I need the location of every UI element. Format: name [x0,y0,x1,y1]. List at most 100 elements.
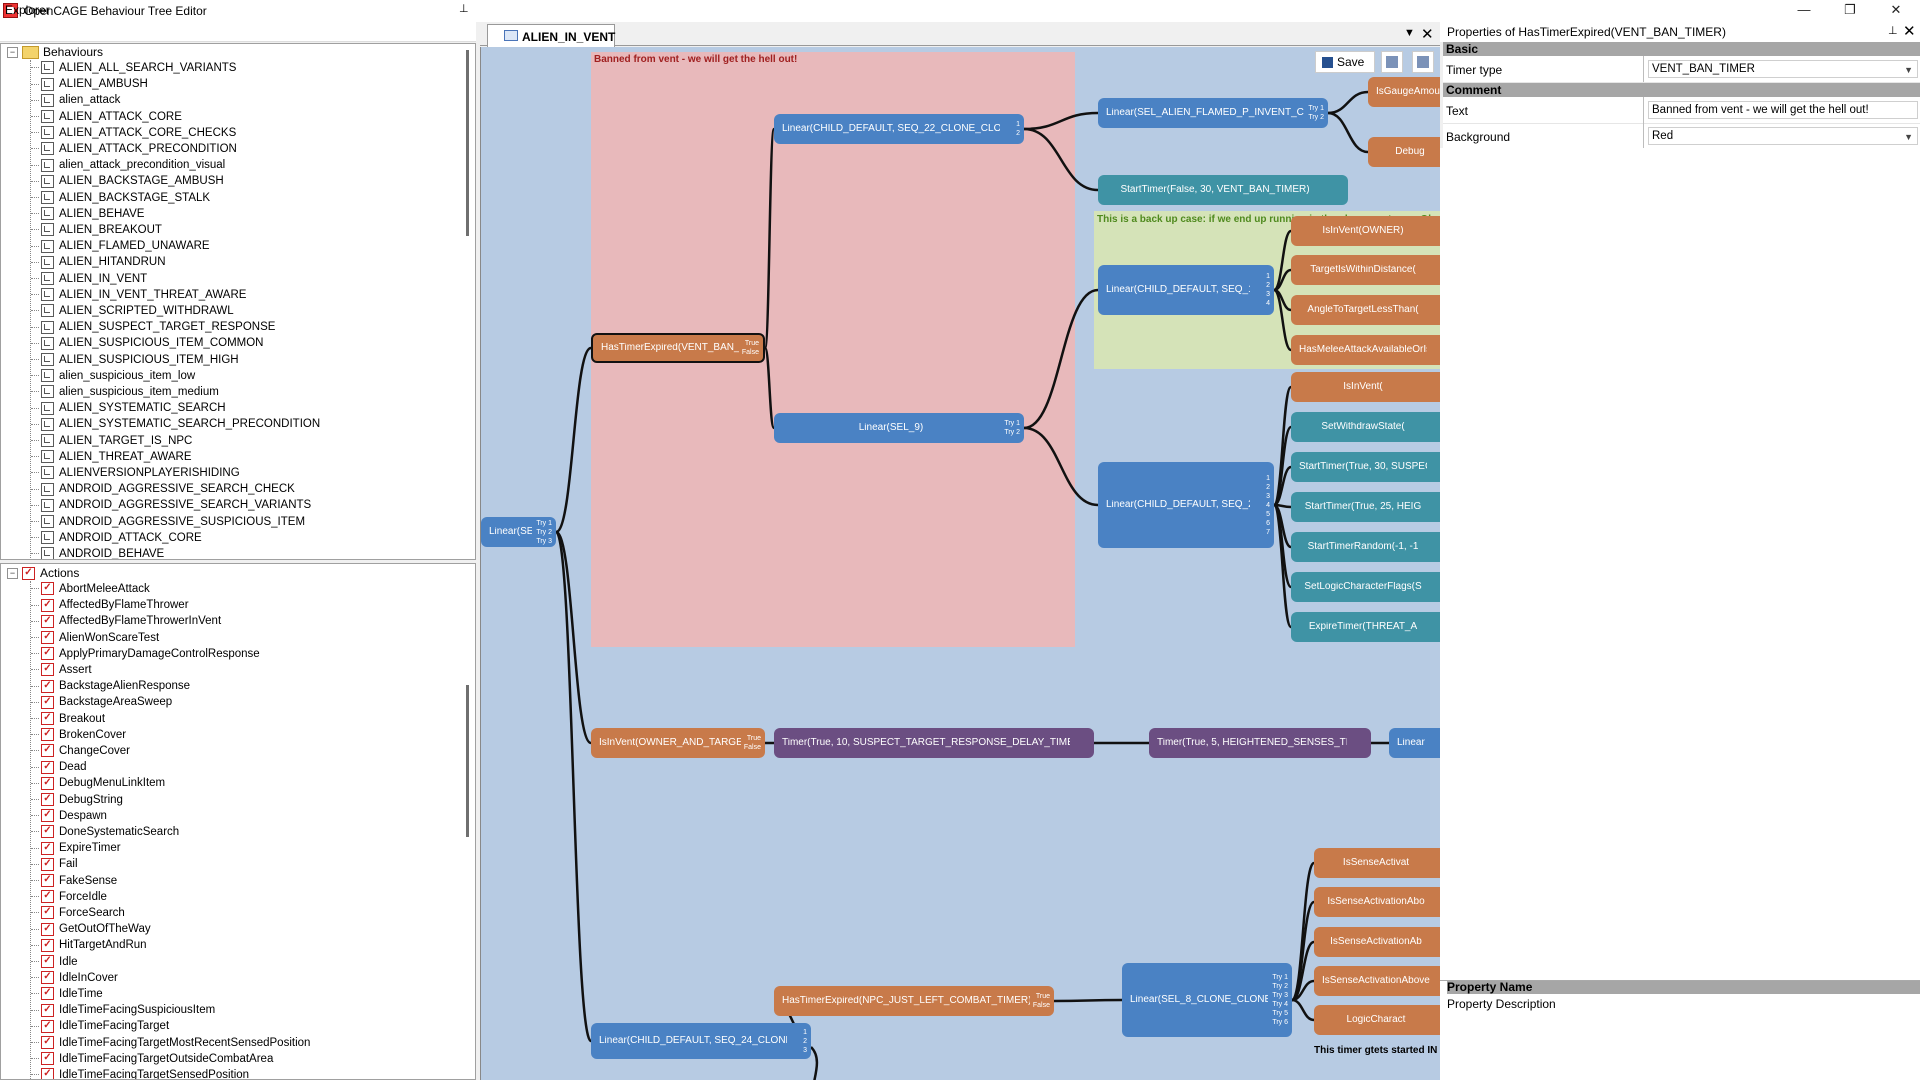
pin-icon[interactable]: ⊥ [459,3,469,15]
tree-node[interactable]: TargetIsWithinDistance( [1291,255,1440,285]
tree-node[interactable]: IsInVent(OWNER) [1291,216,1440,246]
node-port[interactable]: 3 [803,1046,807,1054]
node-port[interactable]: True [746,735,761,742]
action-item[interactable]: ✓IdleTimeFacingTargetSensedPosition [31,1067,249,1079]
tree-node[interactable]: SetWithdrawState( [1291,412,1440,442]
behaviour-item[interactable]: ALIEN_SUSPECT_TARGET_RESPONSE [31,319,275,335]
node-port[interactable]: Try 2 [1272,983,1288,990]
action-item[interactable]: ✓IdleTime [31,986,103,1002]
behaviour-item[interactable]: alien_attack_precondition_visual [31,157,225,173]
behaviour-item[interactable]: ALIEN_ATTACK_CORE [31,109,182,125]
node-port[interactable]: 1 [1266,273,1270,280]
action-item[interactable]: ✓IdleTimeFacingTargetMostRecentSensedPos… [31,1035,310,1051]
node-port[interactable]: Try 2 [1004,429,1020,436]
action-item[interactable]: ✓FakeSense [31,873,117,889]
tree-node[interactable]: IsInVent( [1291,372,1440,402]
behaviour-item[interactable]: ALIEN_THREAT_AWARE [31,449,192,465]
tree-node[interactable]: IsSenseActivationAbove(ACT [1314,966,1440,996]
column-divider[interactable] [1643,56,1644,82]
node-port[interactable]: True [1035,993,1050,1000]
node-port[interactable]: 7 [1266,528,1270,536]
node-port[interactable]: Try 4 [1272,1001,1288,1008]
tree-node[interactable]: Debug [1368,137,1440,167]
behaviour-item[interactable]: alien_suspicious_item_low [31,368,195,384]
action-item[interactable]: ✓DebugString [31,792,123,808]
node-port[interactable]: Try 3 [536,537,552,545]
behaviour-item[interactable]: alien_suspicious_item_medium [31,384,219,400]
behaviour-item[interactable]: ALIEN_BACKSTAGE_STALK [31,190,210,206]
tree-node[interactable]: Linear(CHILD_DEFAULT, SEQ_22_CLONE_CLONE… [774,114,1024,144]
node-port[interactable]: 1 [803,1028,807,1036]
behaviour-item[interactable]: ALIENVERSIONPLAYERISHIDING [31,465,240,481]
node-port[interactable]: 6 [1266,519,1270,527]
action-item[interactable]: ✓ForceIdle [31,889,107,905]
collapse-icon[interactable]: − [7,568,18,580]
node-port[interactable]: 3 [1266,492,1270,500]
behaviour-item[interactable]: ALIEN_IN_VENT [31,271,147,287]
node-port[interactable]: 3 [1266,291,1270,298]
tree-node[interactable]: StartTimer(False, 30, VENT_BAN_TIMER) [1098,175,1348,205]
node-port[interactable]: True [744,340,759,347]
behaviour-item[interactable]: ANDROID_ATTACK_CORE [31,530,202,546]
collapse-icon[interactable]: − [7,47,18,59]
tree-node[interactable]: SetLogicCharacterFlags(S [1291,572,1440,602]
action-item[interactable]: ✓HitTargetAndRun [31,937,147,953]
action-item[interactable]: ✓DebugMenuLinkItem [31,775,165,791]
node-port[interactable]: Try 3 [1272,992,1288,999]
tree-root-actions[interactable]: −✓Actions [7,565,79,581]
pin-icon[interactable]: ⊥ [1888,25,1898,37]
export-button[interactable] [1381,51,1403,73]
behaviour-tree-canvas[interactable]: Banned from vent - we will get the hell … [480,47,1440,1080]
behaviour-item[interactable]: ALIEN_SCRIPTED_WITHDRAWL [31,303,234,319]
node-port[interactable]: 4 [1266,501,1270,509]
tree-node[interactable]: HasTimerExpired(NPC_JUST_LEFT_COMBAT_TIM… [774,986,1054,1016]
tree-node[interactable]: IsGaugeAmount [1368,77,1440,107]
node-port[interactable]: Try 1 [1004,420,1020,427]
behaviour-item[interactable]: ALIEN_ALL_SEARCH_VARIANTS [31,60,236,76]
behaviour-item[interactable]: ALIEN_ATTACK_CORE_CHECKS [31,125,236,141]
tree-node[interactable]: IsSenseActivationAb [1314,927,1440,957]
column-divider[interactable] [1643,97,1644,123]
node-port[interactable]: 5 [1266,510,1270,518]
category-comment[interactable]: Comment [1443,83,1920,97]
behaviour-item[interactable]: ALIEN_HITANDRUN [31,254,166,270]
timer-type-select[interactable]: VENT_BAN_TIMER▼ [1648,60,1918,78]
behaviour-item[interactable]: ALIEN_SUSPICIOUS_ITEM_HIGH [31,352,239,368]
behaviour-item[interactable]: alien_attack [31,92,120,108]
close-icon[interactable]: ✕ [1903,23,1916,40]
restore-button[interactable]: ❐ [1844,2,1856,17]
action-item[interactable]: ✓AbortMeleeAttack [31,581,150,597]
category-basic[interactable]: Basic [1443,42,1920,56]
behaviour-item[interactable]: ANDROID_AGGRESSIVE_SUSPICIOUS_ITEM [31,514,305,530]
tree-node[interactable]: IsSenseActivat [1314,848,1440,878]
behaviour-item[interactable]: ALIEN_SYSTEMATIC_SEARCH [31,400,226,416]
save-button[interactable]: Save [1315,51,1375,73]
tree-node[interactable]: Linear(SEL [1389,728,1440,758]
action-item[interactable]: ✓IdleTimeFacingTarget [31,1018,169,1034]
behaviour-item[interactable]: ALIEN_BACKSTAGE_AMBUSH [31,173,224,189]
tree-node[interactable]: AngleToTargetLessThan( [1291,295,1440,325]
action-item[interactable]: ✓Fail [31,856,78,872]
tree-node[interactable]: StartTimer(True, 25, HEIG [1291,492,1440,522]
action-item[interactable]: ✓GetOutOfTheWay [31,921,151,937]
tree-node[interactable]: LogicCharact [1314,1005,1440,1035]
action-item[interactable]: ✓Idle [31,954,78,970]
behaviour-item[interactable]: ALIEN_AMBUSH [31,76,148,92]
node-port[interactable]: False [743,744,761,751]
chevron-down-icon[interactable]: ▼ [1904,132,1913,142]
node-port[interactable]: Try 2 [1308,114,1324,121]
node-port[interactable]: 2 [1266,282,1270,289]
behaviour-item[interactable]: ALIEN_FLAMED_UNAWARE [31,238,210,254]
action-item[interactable]: ✓Assert [31,662,92,678]
tab-alien-in-vent[interactable] [487,24,615,47]
behaviour-item[interactable]: ALIEN_BREAKOUT [31,222,162,238]
tree-root-behaviours[interactable]: −Behaviours [7,44,103,60]
